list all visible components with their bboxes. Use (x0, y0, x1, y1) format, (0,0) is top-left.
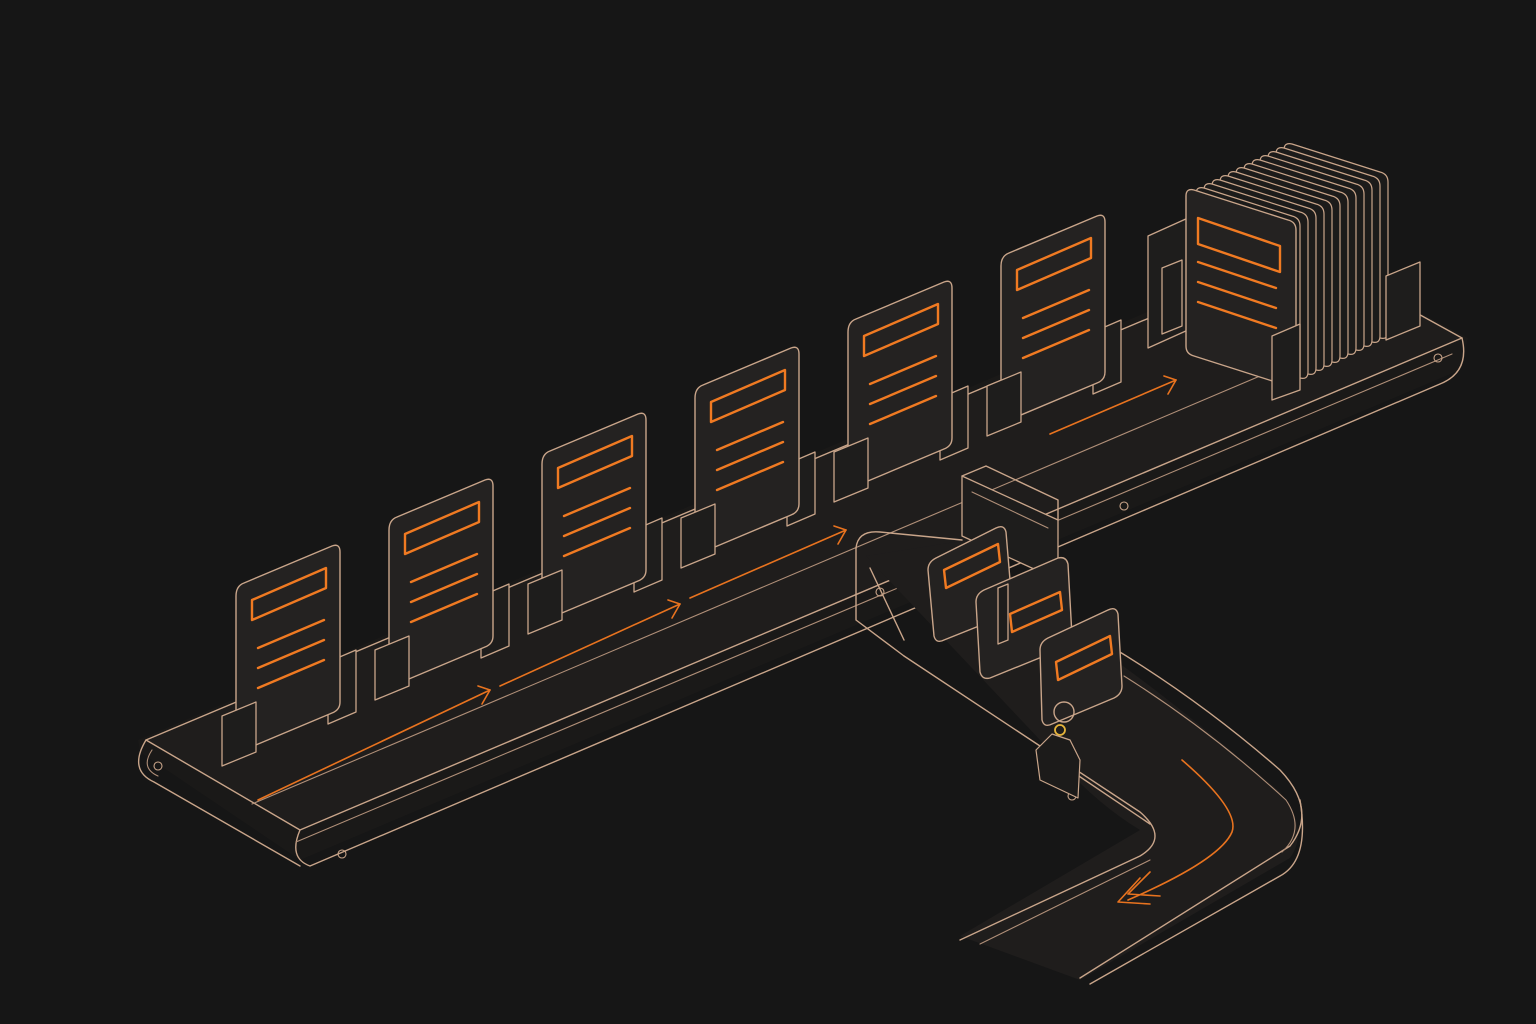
main-belt-flow-arrows (257, 375, 1177, 801)
rivet (1433, 353, 1443, 363)
card-holder (680, 503, 716, 569)
flow-arrow-icon (257, 689, 491, 801)
rivet (1119, 501, 1129, 511)
flow-arrow-icon (1127, 759, 1234, 901)
branch-conveyor-belt (855, 531, 1304, 985)
card-holder (986, 371, 1022, 437)
card-holder (221, 701, 257, 767)
output-card-stack (1147, 143, 1421, 401)
flow-arrow-icon (689, 529, 847, 599)
tag-icon (1035, 701, 1081, 799)
flow-arrow-icon (1049, 379, 1177, 435)
rivet (337, 849, 347, 859)
card-holder (527, 569, 563, 635)
document-card-icon (833, 280, 969, 503)
card-holder (833, 437, 869, 503)
card-holder (374, 635, 410, 701)
rivet (153, 761, 163, 771)
main-conveyor-belt (137, 248, 1468, 867)
diverted-cards (927, 525, 1123, 727)
document-card-icon (680, 346, 816, 569)
document-card-icon (527, 412, 663, 635)
document-card-icon (986, 214, 1122, 437)
flow-arrow-icon (499, 603, 681, 687)
document-card-icon (374, 478, 510, 701)
document-card-icon (221, 544, 357, 767)
document-card-icon (1039, 607, 1123, 727)
document-cards (221, 214, 1122, 767)
